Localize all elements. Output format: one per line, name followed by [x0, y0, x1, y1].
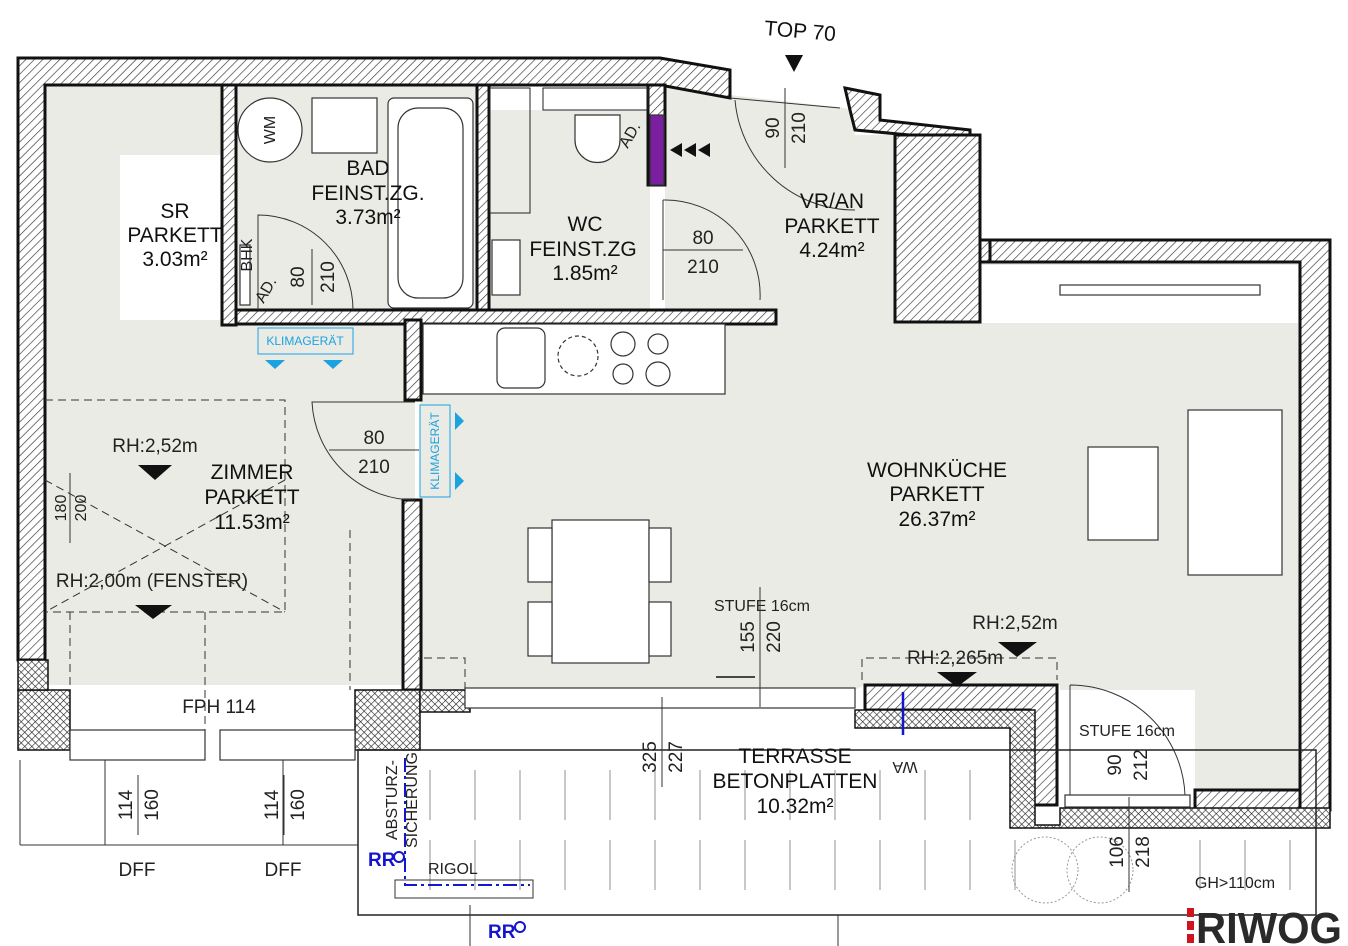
wc-sink-icon: [491, 239, 521, 296]
svg-text:220: 220: [764, 621, 785, 653]
svg-text:KLIMAGERÄT: KLIMAGERÄT: [266, 334, 344, 348]
washing-machine-icon: [237, 97, 303, 163]
svg-text:180: 180: [53, 495, 70, 522]
svg-text:212: 212: [1131, 749, 1152, 781]
svg-text:RH:2,52m: RH:2,52m: [112, 436, 198, 457]
svg-text:160: 160: [288, 789, 309, 821]
svg-text:RH:2,52m: RH:2,52m: [972, 613, 1058, 634]
svg-text:114: 114: [262, 789, 283, 820]
svg-text:STUFE 16cm: STUFE 16cm: [714, 598, 810, 615]
entry-arrows-icon: [670, 143, 710, 157]
svg-text:80: 80: [288, 266, 309, 287]
svg-text:210: 210: [318, 261, 339, 293]
svg-text:10.32m²: 10.32m²: [756, 795, 833, 818]
svg-text:90: 90: [763, 117, 784, 138]
svg-text:155: 155: [738, 621, 759, 653]
radiator: [239, 244, 251, 306]
fixtures: WM: [237, 97, 1283, 664]
svg-text:RIGOL: RIGOL: [428, 861, 478, 878]
svg-text:PARKETT: PARKETT: [889, 483, 984, 506]
room-labels: TOP 70 SR PARKETT 3.03m² BAD FEINST.ZG. …: [127, 17, 1007, 818]
svg-text:3.73m²: 3.73m²: [335, 206, 400, 229]
svg-text:80: 80: [363, 428, 384, 449]
svg-text:80: 80: [692, 228, 713, 249]
svg-text:210: 210: [358, 457, 390, 478]
unit-label: TOP 70: [763, 17, 836, 46]
svg-text:FEINST.ZG: FEINST.ZG: [529, 238, 636, 261]
svg-text:WA: WA: [892, 758, 918, 775]
svg-text:KLIMAGERÄT: KLIMAGERÄT: [428, 412, 442, 490]
annotations: RH:2,52m RH:2,00m (FENSTER) RH:2,52m RH:…: [56, 119, 1275, 943]
svg-text:WOHNKÜCHE: WOHNKÜCHE: [867, 459, 1007, 482]
svg-text:210: 210: [789, 112, 810, 144]
svg-text:SICHERUNG: SICHERUNG: [404, 752, 421, 848]
svg-text:26.37m²: 26.37m²: [898, 508, 975, 531]
svg-text:90: 90: [1105, 754, 1126, 775]
svg-text:WC: WC: [568, 213, 603, 236]
svg-text:1.85m²: 1.85m²: [552, 262, 617, 285]
svg-text:227: 227: [666, 741, 687, 773]
svg-text:RR: RR: [488, 922, 516, 943]
svg-text:RR: RR: [368, 850, 396, 871]
svg-text:WM: WM: [262, 116, 279, 144]
dimensions: 80 210 80 210 80 210 90 210 155 220 325 …: [53, 88, 1154, 892]
svg-text:RH:2,00m (FENSTER): RH:2,00m (FENSTER): [56, 571, 248, 592]
terrace-tiles: [19, 749, 1317, 946]
toilet-icon: [574, 114, 621, 164]
riwog-logo: RIWOG: [1187, 904, 1342, 946]
svg-text:210: 210: [687, 257, 719, 278]
svg-text:ABSTURZ-: ABSTURZ-: [384, 760, 401, 840]
height-markers: [135, 55, 1037, 687]
svg-text:PARKETT: PARKETT: [204, 486, 299, 509]
svg-text:11.53m²: 11.53m²: [214, 511, 289, 534]
sink-icon: [311, 97, 378, 154]
svg-text:325: 325: [640, 741, 661, 773]
svg-text:SR: SR: [160, 200, 189, 223]
svg-text:PARKETT: PARKETT: [784, 215, 879, 238]
svg-text:STUFE 16cm: STUFE 16cm: [1079, 723, 1175, 740]
svg-text:DFF: DFF: [119, 860, 156, 881]
svg-text:106: 106: [1107, 836, 1128, 868]
svg-text:3.03m²: 3.03m²: [142, 248, 207, 271]
svg-text:160: 160: [142, 789, 163, 821]
svg-text:218: 218: [1133, 836, 1154, 868]
svg-text:RIWOG: RIWOG: [1196, 904, 1342, 946]
svg-text:VR/AN: VR/AN: [800, 190, 864, 213]
svg-text:BAD: BAD: [346, 157, 389, 180]
dining-table: [551, 519, 650, 664]
svg-text:BHK: BHK: [239, 238, 256, 271]
doors: [44, 97, 1191, 808]
tv-unit: [1059, 284, 1261, 296]
svg-text:114: 114: [116, 789, 137, 820]
svg-text:DFF: DFF: [265, 860, 302, 881]
svg-text:TERRASSE: TERRASSE: [738, 745, 851, 768]
svg-text:RH:2,265m: RH:2,265m: [907, 648, 1003, 669]
svg-text:FPH 114: FPH 114: [182, 697, 256, 718]
svg-text:PARKETT: PARKETT: [127, 224, 222, 247]
sofa: [1187, 409, 1283, 576]
coffee-table: [1087, 446, 1159, 541]
svg-text:BETONPLATTEN: BETONPLATTEN: [713, 770, 878, 793]
svg-text:GH>110cm: GH>110cm: [1195, 875, 1275, 892]
svg-text:ZIMMER: ZIMMER: [211, 461, 294, 484]
svg-text:200: 200: [73, 495, 90, 522]
svg-text:FEINST.ZG.: FEINST.ZG.: [311, 182, 424, 205]
svg-text:4.24m²: 4.24m²: [799, 239, 864, 262]
